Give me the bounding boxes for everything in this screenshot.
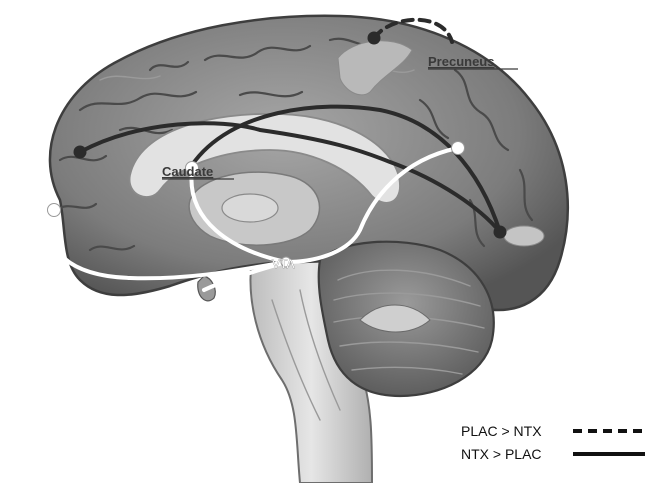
legend-dashed-label: PLAC > NTX bbox=[461, 423, 542, 439]
label-precuneus: Precuneus bbox=[428, 54, 494, 69]
node-frontal-white bbox=[48, 204, 61, 217]
legend-solid-label: NTX > PLAC bbox=[461, 446, 542, 462]
occipital-region bbox=[504, 226, 544, 246]
node-precuneus-dark bbox=[368, 32, 381, 45]
legend: PLAC > NTX NTX > PLAC bbox=[461, 423, 645, 462]
node-parietal-white bbox=[452, 142, 465, 155]
label-vta: VTA bbox=[272, 257, 294, 271]
third-ventricle bbox=[222, 194, 278, 222]
label-caudate: Caudate bbox=[162, 164, 213, 179]
node-frontal-dark bbox=[74, 146, 87, 159]
cerebellum bbox=[319, 242, 494, 396]
node-occipital-dark bbox=[494, 226, 507, 239]
